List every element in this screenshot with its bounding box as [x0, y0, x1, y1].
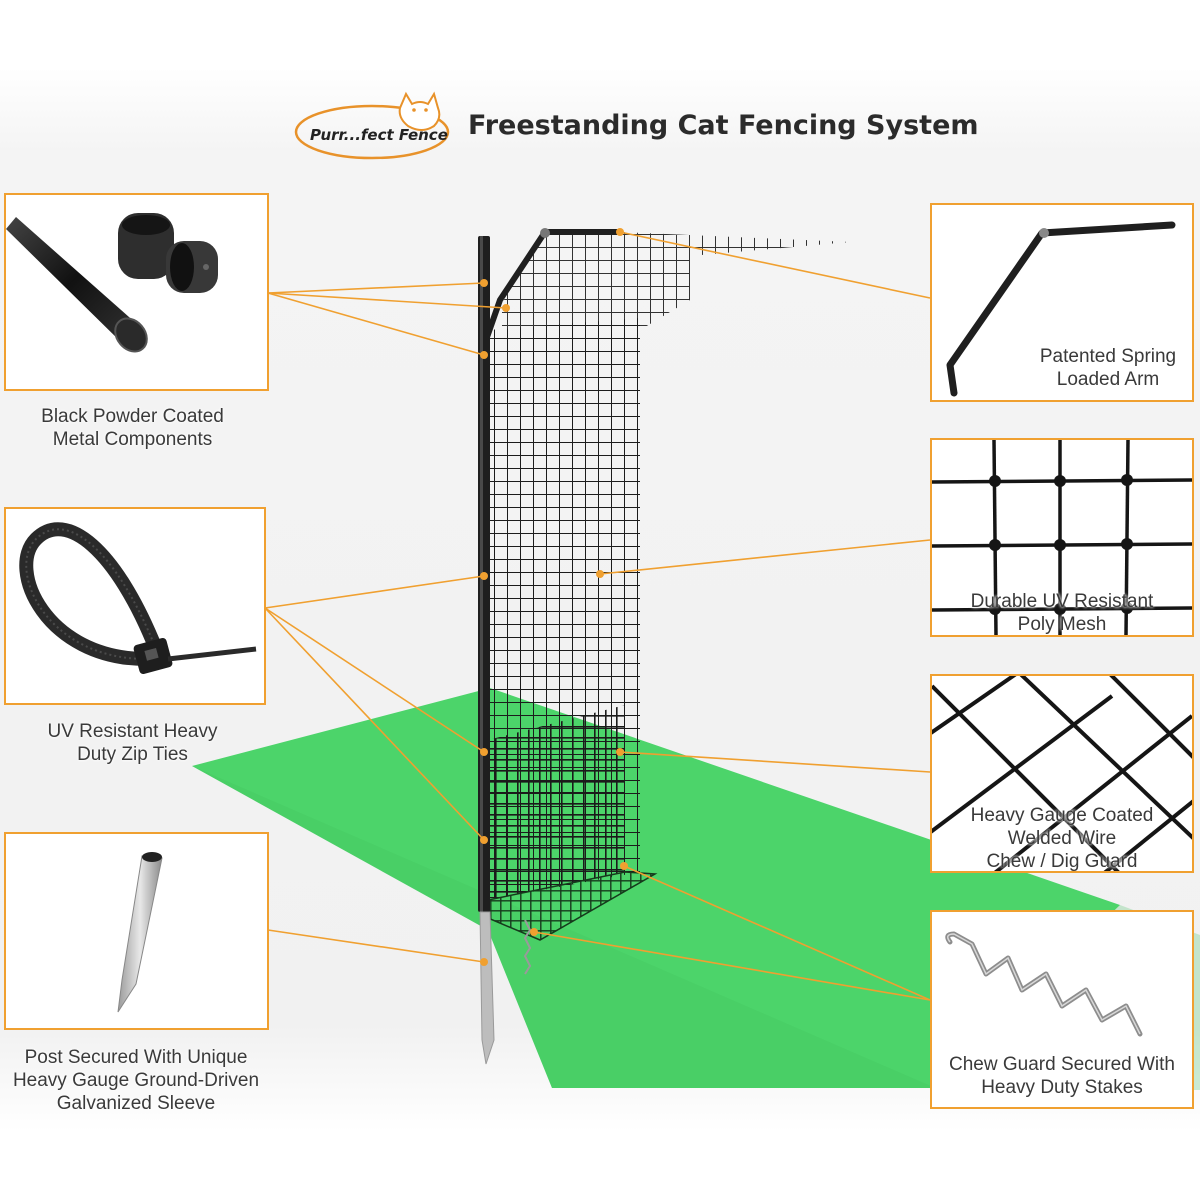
caption-line: Loaded Arm — [1056, 369, 1160, 390]
caption-line: UV Resistant Heavy — [47, 721, 218, 742]
cat-icon — [398, 91, 441, 131]
welded-wire-icon — [932, 676, 1192, 871]
callout-panel-poly-mesh: Durable UV Resistant Poly Mesh — [930, 438, 1194, 637]
caption-line: Durable UV Resistant — [970, 591, 1154, 612]
zip-tie-icon — [19, 522, 257, 674]
caption-welded-wire: Heavy Gauge Coated Welded Wire Chew / Di… — [932, 804, 1192, 872]
caption-ground-sleeve: Post Secured With Unique Heavy Gauge Gro… — [0, 1046, 272, 1115]
stake — [523, 919, 532, 975]
welded-wire-panel — [488, 705, 625, 900]
caption-line: Heavy Gauge Ground-Driven — [12, 1070, 260, 1091]
ground-sleeve-icon — [117, 852, 163, 1013]
callout-panel-metal-components — [4, 193, 269, 391]
caption-line: Black Powder Coated — [41, 406, 224, 427]
caption-line: Post Secured With Unique — [24, 1047, 248, 1068]
caption-line: Duty Zip Ties — [77, 744, 188, 765]
spring-arm — [483, 229, 623, 343]
caption-zip-ties: UV Resistant Heavy Duty Zip Ties — [10, 720, 255, 766]
ground-stake-icon — [945, 931, 1143, 1037]
callout-panel-welded-wire: Heavy Gauge Coated Welded Wire Chew / Di… — [930, 674, 1194, 873]
callout-panel-ground-sleeve — [4, 832, 269, 1030]
caption-line: Heavy Gauge Coated — [970, 805, 1154, 826]
caption-line: Chew Guard Secured With — [949, 1054, 1175, 1075]
callout-panel-stakes: Chew Guard Secured With Heavy Duty Stake… — [930, 910, 1194, 1109]
caption-line: Poly Mesh — [1017, 614, 1107, 635]
callout-panel-spring-arm: Patented Spring Loaded Arm — [930, 203, 1194, 402]
caption-poly-mesh: Durable UV Resistant Poly Mesh — [932, 590, 1192, 635]
caption-line: Galvanized Sleeve — [56, 1093, 216, 1114]
ground-strip — [192, 688, 1120, 1088]
spring-arm-icon — [946, 221, 1176, 397]
galvanized-sleeve — [479, 911, 495, 1065]
poly-mesh-icon — [932, 440, 1192, 635]
page-title: Freestanding Cat Fencing System — [468, 110, 979, 141]
overhang-mesh — [502, 232, 850, 330]
leader-lines — [264, 231, 931, 1001]
tube-and-connectors-icon — [6, 213, 218, 353]
caption-line: Welded Wire — [1007, 828, 1117, 849]
caption-stakes: Chew Guard Secured With Heavy Duty Stake… — [932, 1053, 1192, 1099]
callout-panel-zip-ties — [4, 507, 266, 705]
caption-line: Chew / Dig Guard — [986, 851, 1138, 872]
brand-logo: Purr...fect Fence — [292, 86, 454, 166]
caption-metal-components: Black Powder Coated Metal Components — [10, 405, 255, 451]
caption-line: Patented Spring — [1039, 346, 1177, 367]
dig-guard-floor — [488, 872, 655, 940]
caption-line: Heavy Duty Stakes — [981, 1077, 1143, 1098]
caption-spring-arm: Patented Spring Loaded Arm — [1028, 345, 1188, 391]
logo-text: Purr...fect Fence — [310, 126, 448, 144]
caption-line: Metal Components — [52, 429, 213, 450]
